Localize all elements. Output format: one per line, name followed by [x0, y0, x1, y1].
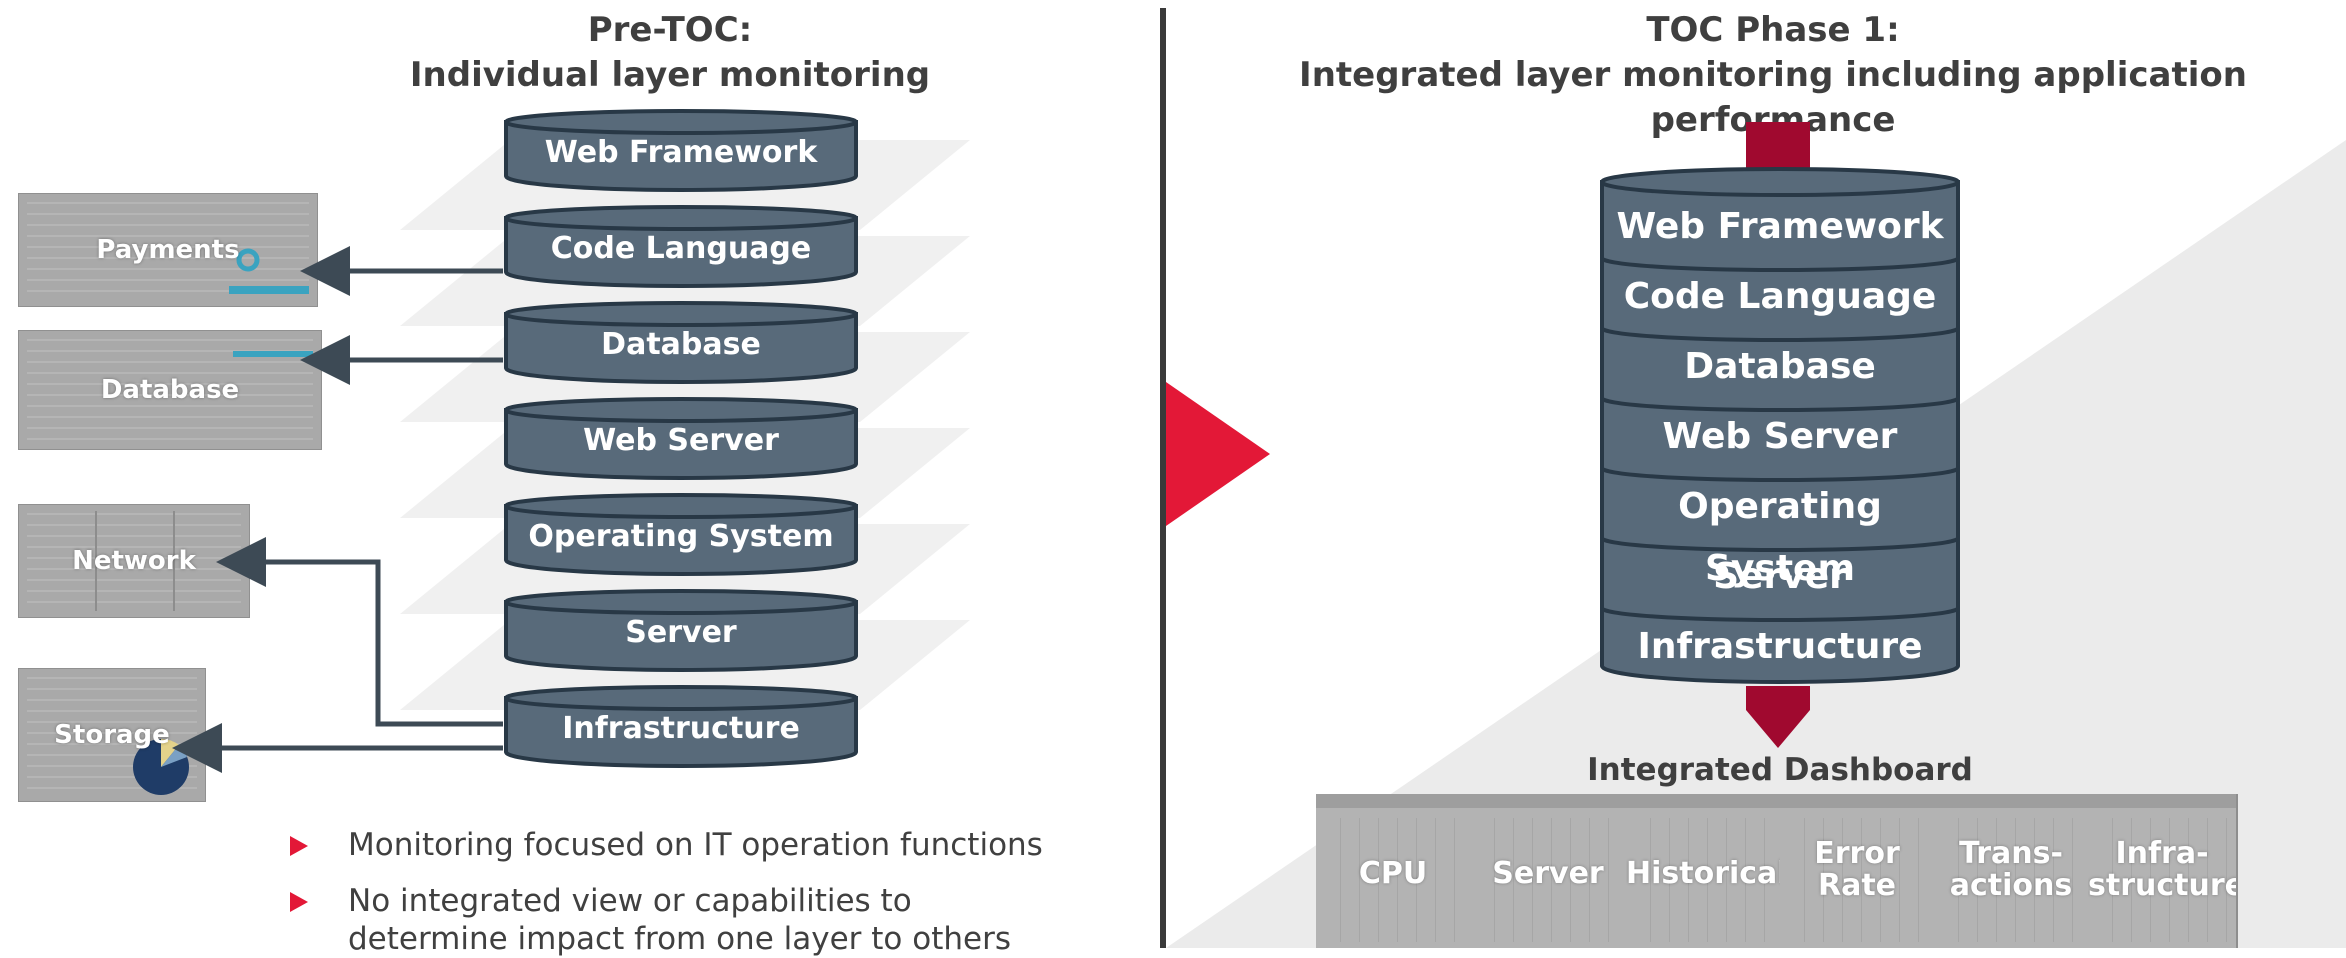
left-title-line1: Pre-TOC: — [587, 10, 753, 50]
dashboard-panel: Trans-actions — [1934, 794, 2090, 948]
layer-disk-2: Database — [503, 300, 859, 386]
layer-disk-label: Infrastructure — [562, 711, 800, 746]
bullet-text-2: No integrated view or capabilities to de… — [348, 883, 1011, 957]
integrated-layer-label: Web Framework — [1616, 206, 1944, 247]
dashboard-panel: Infra-structure — [2088, 794, 2238, 948]
dashboard-panel-label: Infra-structure — [2088, 836, 2238, 903]
integrated-layer-label: Web Server — [1662, 416, 1898, 457]
dashboard-panel-label: CPU — [1358, 856, 1428, 891]
integrated-layer-label: Operating System — [1678, 486, 1882, 589]
transition-arrow-icon — [1166, 382, 1270, 526]
dashboard-panel-label: Server — [1492, 856, 1604, 891]
layer-disk-1: Code Language — [503, 204, 859, 290]
thumbnail-payments: Payments — [18, 193, 318, 307]
integrated-layer-label: Server — [1713, 556, 1847, 597]
thumbnail-storage: Storage — [18, 668, 206, 802]
integrated-layer-cylinder — [1600, 167, 1960, 684]
dashboard-panel: Historical — [1626, 794, 1782, 948]
left-title: Pre-TOC: Individual layer monitoring — [330, 8, 1010, 98]
layer-disk-label: Server — [625, 615, 737, 650]
dashboard-panel: CPU — [1316, 794, 1472, 948]
thumbnail-database: Database — [18, 330, 322, 450]
layer-disk-label: Operating System — [528, 519, 834, 554]
layer-disk-label: Web Framework — [544, 135, 818, 170]
dashboard-panel-label: Trans-actions — [1949, 836, 2073, 903]
bullet-triangle-icon — [290, 892, 308, 912]
layer-disk-label: Web Server — [583, 423, 779, 458]
thumbnail-network: Network — [18, 504, 250, 618]
integrated-layer-label: Code Language — [1623, 276, 1937, 317]
layer-disk-4: Operating System — [503, 492, 859, 578]
layer-disk-3: Web Server — [503, 396, 859, 482]
thumbnail-label-storage: Storage — [54, 720, 170, 750]
right-title: TOC Phase 1: Integrated layer monitoring… — [1200, 8, 2346, 143]
integrated-layer-label: Database — [1684, 346, 1876, 387]
left-title-line2: Individual layer monitoring — [409, 55, 931, 95]
dashboard-panel: Server — [1470, 794, 1628, 948]
thumbnail-label-network: Network — [72, 546, 196, 576]
thumbnail-label-payments: Payments — [96, 235, 240, 265]
dashboard-title: Integrated Dashboard — [1587, 752, 1973, 788]
layer-disk-0: Web Framework — [503, 108, 859, 194]
layer-disk-label: Code Language — [550, 231, 812, 266]
bullet-triangle-icon — [290, 836, 308, 856]
thumbnail-label-database: Database — [100, 375, 240, 405]
integrated-layer-label: Infrastructure — [1637, 626, 1923, 667]
layer-disk-6: Infrastructure — [503, 684, 859, 770]
right-title-line1: TOC Phase 1: — [1646, 10, 1900, 50]
bullet-text-1: Monitoring focused on IT operation funct… — [348, 827, 1043, 863]
section-divider — [1160, 8, 1166, 948]
dashboard-panel-label: Historical — [1626, 856, 1782, 891]
layer-disk-label: Database — [601, 327, 761, 362]
connector-arrows — [172, 246, 503, 773]
layer-disk-5: Server — [503, 588, 859, 674]
output-flow-arrow — [1746, 686, 1810, 748]
